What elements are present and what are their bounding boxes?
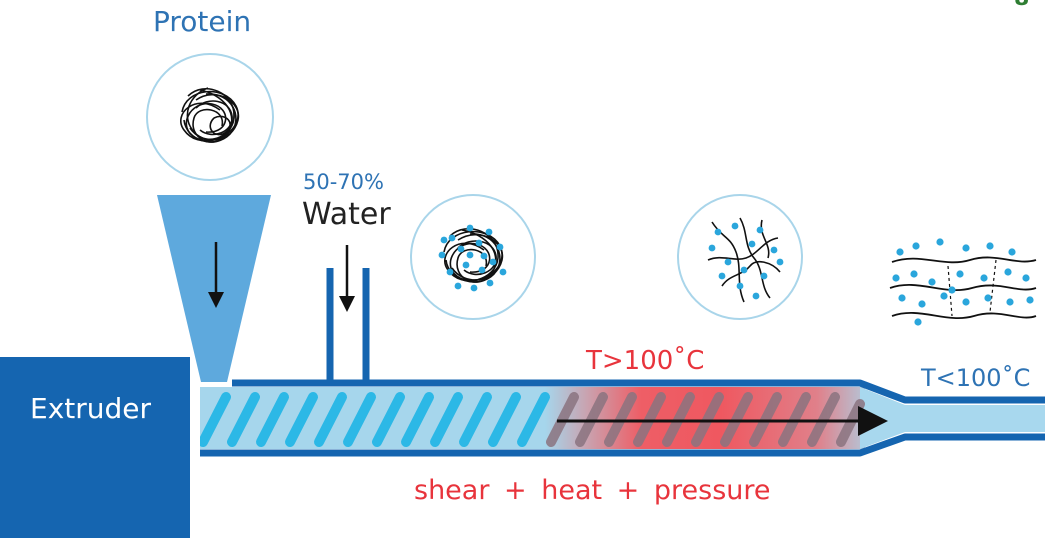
coiled-protein-icon (146, 53, 274, 181)
die-taper-interior (860, 387, 1045, 449)
unfolded-protein-icon (677, 194, 803, 320)
aligned-fibrous-structure-icon (889, 238, 1037, 326)
screw-flight (430, 392, 463, 447)
screw-flight (314, 392, 347, 447)
hopper-funnel (157, 195, 271, 382)
moisture-percentage-label: 50-70% (303, 170, 384, 194)
screw-flight (517, 392, 550, 447)
extruder-label: Extruder (30, 392, 152, 425)
screw-flight (200, 392, 231, 447)
extruder-box (0, 357, 190, 538)
screw-flight (372, 392, 405, 447)
screw-flight (285, 392, 318, 447)
screw-flight (488, 392, 521, 447)
hydrated-protein-icon (410, 194, 536, 320)
hot-temperature-label: T>100˚C (586, 346, 705, 376)
water-arrow-head (339, 296, 355, 312)
flow-arrow-head (858, 406, 888, 436)
barrel-bottom-wall (200, 433, 1045, 457)
screw-flight (343, 392, 376, 447)
protein-label: Protein (153, 5, 252, 38)
barrel-top-wall (232, 379, 1045, 404)
screw-flight (227, 392, 260, 447)
screw-flight (836, 399, 865, 447)
screw-flight (256, 392, 289, 447)
water-label: Water (302, 197, 391, 232)
feed-arrow-head (208, 292, 224, 308)
cool-temperature-label: T<100˚C (921, 364, 1031, 392)
corner-mark: 8 (1014, 0, 1029, 10)
process-conditions-label: shear + heat + pressure (414, 475, 771, 506)
screw-flight (459, 392, 492, 447)
barrel-walls (200, 379, 1045, 457)
cool-flights (200, 392, 550, 447)
screw-flight (401, 392, 434, 447)
